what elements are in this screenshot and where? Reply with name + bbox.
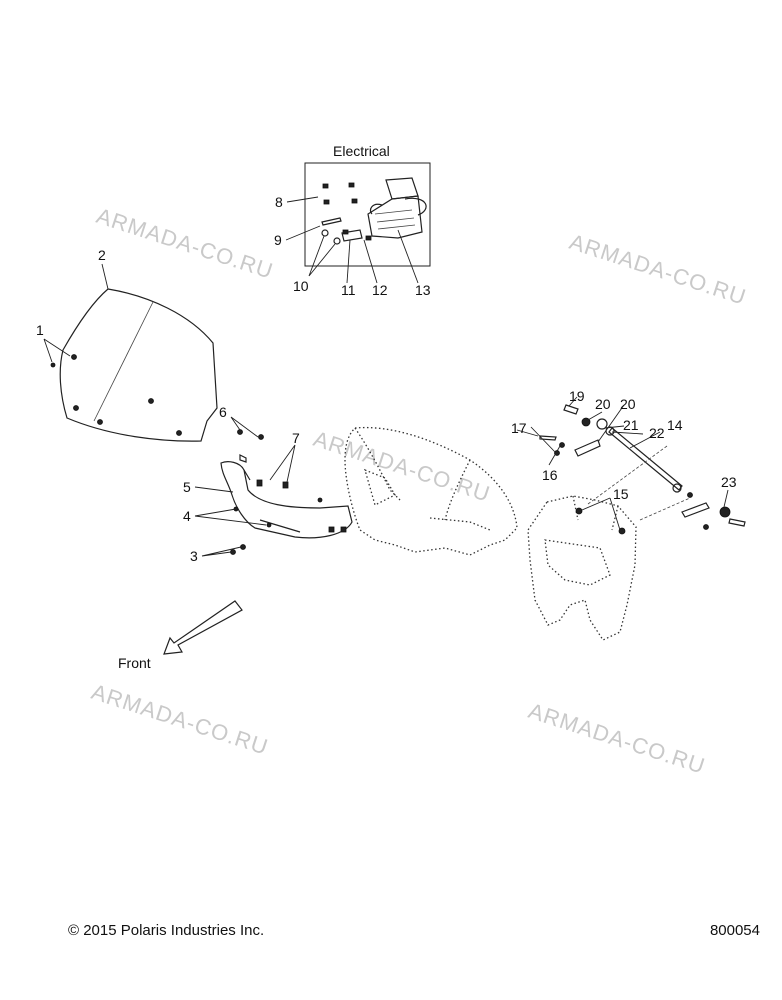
watermark-4: ARMADA-CO.RU — [88, 679, 271, 760]
callout-9: 9 — [274, 232, 282, 248]
inset-washer-2 — [333, 237, 341, 245]
callout-1: 1 — [36, 322, 44, 338]
watermark-2: ARMADA-CO.RU — [566, 229, 749, 310]
callout-7: 7 — [292, 430, 300, 446]
callout-4a: 4 — [183, 508, 191, 524]
callout-20a: 20 — [595, 396, 611, 412]
callout-12: 12 — [372, 282, 388, 298]
callout-22: 21 — [623, 417, 639, 433]
watermark-1: ARMADA-CO.RU — [93, 203, 276, 284]
callout-2: 2 — [98, 247, 106, 263]
inset-title: Electrical — [333, 143, 390, 159]
inset-washer-1 — [321, 229, 329, 237]
shaft — [608, 427, 683, 491]
callout-13: 13 — [415, 282, 431, 298]
callout-8: 8 — [275, 194, 283, 210]
link-arm-lower — [681, 502, 710, 518]
front-label: Front — [118, 655, 151, 671]
electrical-inset: Electrical — [285, 143, 431, 284]
callout-6: 6 — [219, 404, 227, 420]
callout-11: 11 — [341, 282, 356, 298]
shaft-assembly — [516, 396, 746, 535]
callout-21: 20 — [620, 396, 636, 412]
windshield — [43, 263, 218, 442]
watermark-3: ARMADA-CO.RU — [310, 426, 493, 507]
inset-screw — [321, 217, 342, 226]
inset-module — [367, 177, 427, 239]
callout-numbers: 1 2 3 4 4 5 6 7 8 9 10 11 12 13 14 15 16… — [36, 194, 737, 564]
watermark-5: ARMADA-CO.RU — [525, 698, 708, 779]
front-arrow: Front — [118, 600, 243, 671]
link-arm-upper — [574, 439, 601, 457]
callout-17: 17 — [511, 420, 527, 436]
callout-20b: 23 — [721, 474, 737, 490]
callout-10: 10 — [293, 278, 309, 294]
callout-19: 19 — [569, 388, 585, 404]
hood-shroud — [344, 426, 518, 556]
inset-connector — [341, 229, 363, 242]
diagram-code: 800054 — [709, 922, 760, 939]
callout-23: 22 — [649, 425, 665, 441]
inset-nuts — [322, 182, 372, 241]
callout-14: 14 — [667, 417, 683, 433]
callout-3: 3 — [190, 548, 198, 564]
inset-frame — [304, 162, 431, 267]
callout-15: 15 — [613, 486, 629, 502]
callout-5: 5 — [183, 479, 191, 495]
lower-panel — [194, 416, 353, 557]
copyright-text: © 2015 Polaris Industries Inc. — [68, 922, 265, 939]
frame-bracket — [527, 495, 637, 641]
callout-16: 16 — [542, 467, 558, 483]
